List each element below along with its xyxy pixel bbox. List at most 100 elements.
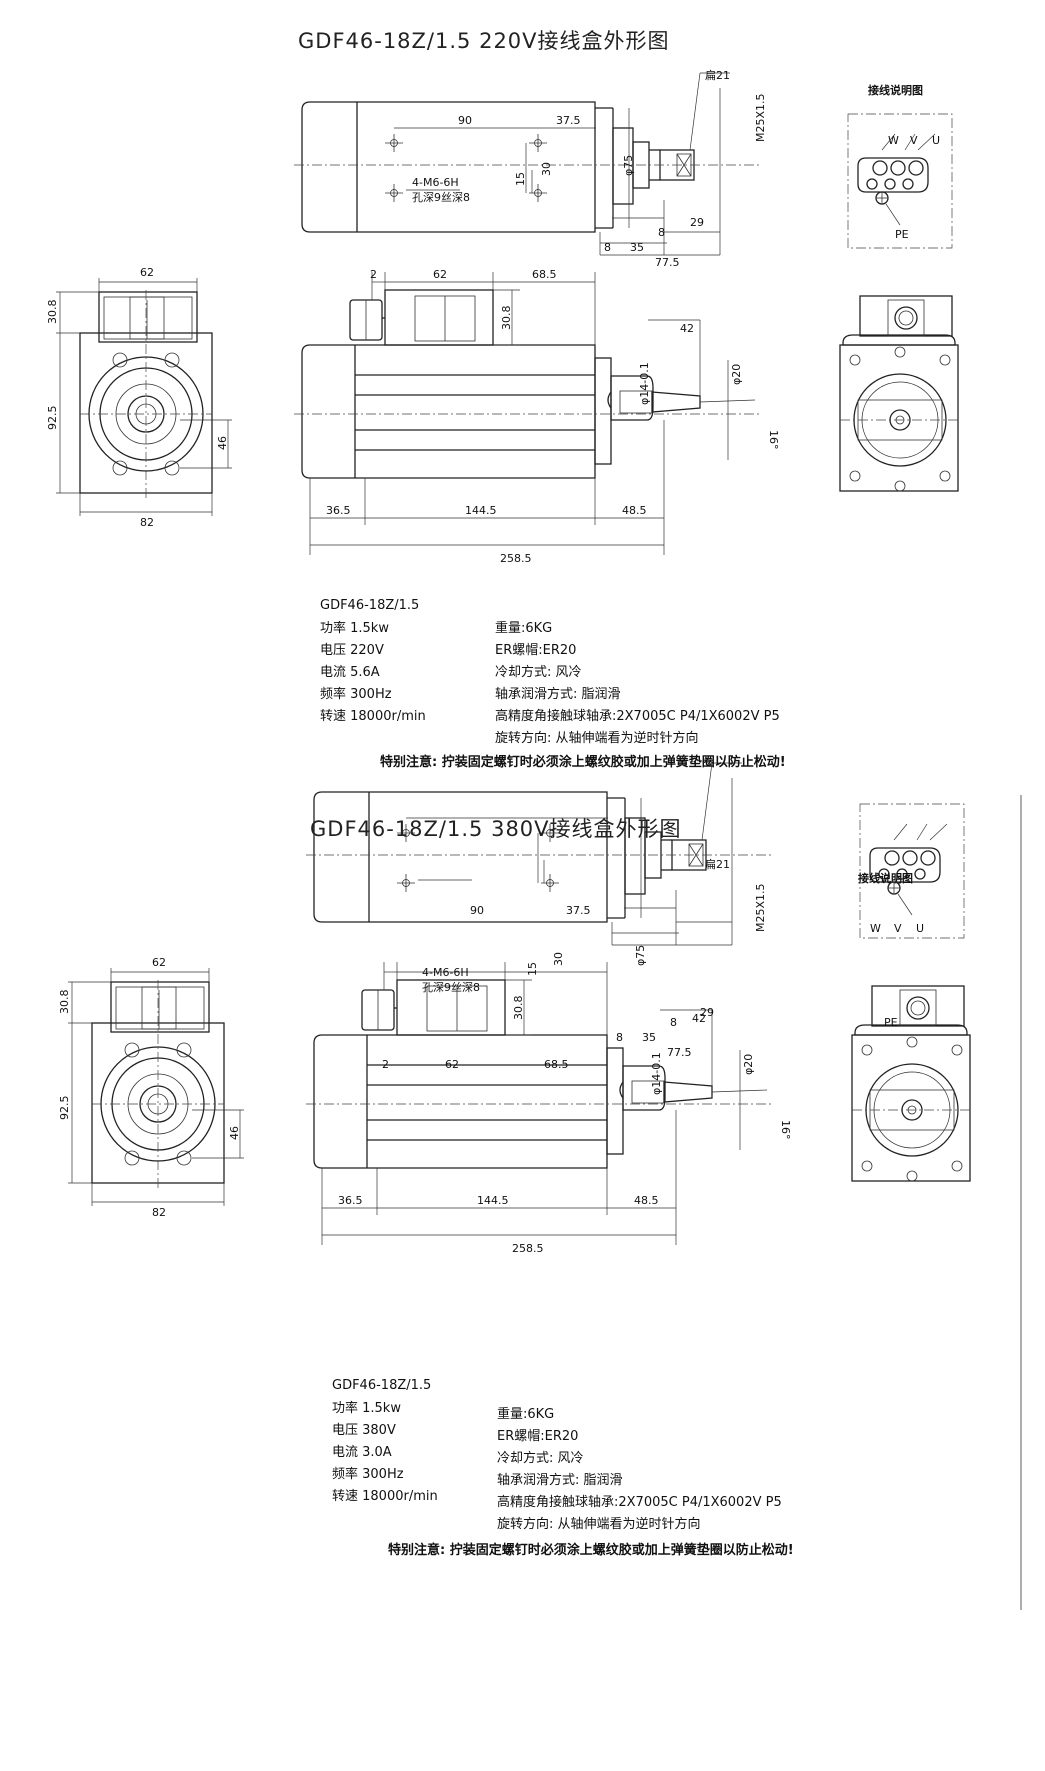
sheet1-wiring-title: 接线说明图 (868, 83, 923, 97)
sheet2-dim-15: 15 (526, 962, 539, 976)
sheet2-face-92-5: 92.5 (58, 1096, 71, 1121)
sheet2-dim-30: 30 (552, 952, 565, 966)
sheet2-dim-42: 42 (692, 1012, 706, 1025)
sheet1-dim-thread: M25X1.5 (754, 93, 767, 142)
sheet2-dim-62: 62 (445, 1058, 459, 1071)
sheet1-note: 特别注意: 拧装固定螺钉时必须涂上螺纹胶或加上弹簧垫圈以防止松动! (380, 754, 786, 770)
sheet2-dim-29: 29 (700, 1006, 714, 1019)
sheet2-dim-258-5: 258.5 (512, 1242, 544, 1255)
sheet2-dim-flat: 扁21 (705, 858, 730, 871)
sheet2-dim-dia75: φ75 (634, 945, 647, 966)
sheet2-text: GDF46-18Z/1.5 380V接线盒外形图 接线说明图 W V U PE … (58, 817, 924, 1558)
sheet1-wiring-pe: PE (895, 228, 909, 241)
sheet1-dim-36-5: 36.5 (326, 504, 351, 517)
sheet1-spec-right-5: 旋转方向: 从轴伸端看为逆时针方向 (495, 730, 699, 746)
sheet1-spec-left-4: 转速 18000r/min (320, 709, 426, 724)
sheet2-dim-8b: 8 (616, 1031, 623, 1044)
sheet2-dim-90: 90 (470, 904, 484, 917)
sheet2-dim-68-5: 68.5 (544, 1058, 569, 1071)
sheet2-wiring-u: U (916, 922, 924, 935)
sheet1-dim-8b: 8 (604, 241, 611, 254)
sheet1-dim-37-5: 37.5 (556, 114, 581, 127)
sheet1-spec-left-0: 功率 1.5kw (320, 620, 389, 636)
sheet2-title: GDF46-18Z/1.5 380V接线盒外形图 (310, 817, 682, 841)
sheet2-face-62: 62 (152, 956, 166, 969)
sheet2-spec-right-1: ER螺帽:ER20 (497, 1428, 578, 1444)
sheet1-spec-right-4: 高精度角接触球轴承:2X7005C P4/1X6002V P5 (495, 708, 780, 724)
sheet1-face-92-5: 92.5 (46, 406, 59, 431)
sheet2-spec-left-3: 频率 300Hz (332, 1466, 404, 1482)
sheet1-dim-30-8: 30.8 (500, 306, 513, 331)
sheet1-title: GDF46-18Z/1.5 220V接线盒外形图 (298, 29, 670, 53)
sheet1-dim-16deg: 16° (767, 430, 780, 450)
sheet2-dim-dia20: φ20 (742, 1054, 755, 1075)
sheet2-dim-144-5: 144.5 (477, 1194, 509, 1207)
sheet2-dim-48-5: 48.5 (634, 1194, 659, 1207)
sheet2-spec-right-2: 冷却方式: 风冷 (497, 1450, 584, 1466)
sheet1-dim-144-5: 144.5 (465, 504, 497, 517)
sheet1-dim-77-5: 77.5 (655, 256, 680, 269)
sheet1-spec-right-3: 轴承润滑方式: 脂润滑 (495, 686, 621, 702)
sheet1-wiring-u: U (932, 134, 940, 147)
sheet2-hole-spec: 4-M6-6H (422, 966, 469, 979)
sheet2-wiring-w: W (870, 922, 881, 935)
sheet1-dim-35: 35 (630, 241, 644, 254)
sheet1-dim-258-5: 258.5 (500, 552, 532, 565)
sheet2-wiring-v: V (894, 922, 902, 935)
sheet1-wiring-v: V (910, 134, 918, 147)
sheet1-text: GDF46-18Z/1.5 220V接线盒外形图 接线说明图 W V U PE … (46, 29, 940, 770)
sheet2-hole-depth: 孔深9丝深8 (422, 981, 480, 994)
sheet2-spec-left-2: 电流 3.0A (332, 1445, 392, 1460)
sheet1-dim-dia75: φ75 (622, 155, 635, 176)
sheet1-dim-68-5: 68.5 (532, 268, 557, 281)
sheet1-dim-dia14: φ14-0.1 (638, 362, 651, 405)
sheet2-dim-35: 35 (642, 1031, 656, 1044)
sheet1-face-30-8: 30.8 (46, 300, 59, 325)
sheet2-face-82: 82 (152, 1206, 166, 1219)
sheet1-spec-left-2: 电流 5.6A (320, 665, 380, 680)
sheet1-dim-30: 30 (540, 162, 553, 176)
sheet2-spec-left-4: 转速 18000r/min (332, 1489, 438, 1504)
sheet2-dim-37-5: 37.5 (566, 904, 591, 917)
sheet1-hole-depth: 孔深9丝深8 (412, 191, 470, 204)
sheet1-face-62: 62 (140, 266, 154, 279)
sheet2-spec-left-0: 功率 1.5kw (332, 1400, 401, 1416)
sheet1-wiring-w: W (888, 134, 899, 147)
sheet2-face-30-8: 30.8 (58, 990, 71, 1015)
sheet2-dim-16deg: 16° (779, 1120, 792, 1140)
sheet1-spec-right-0: 重量:6KG (495, 620, 552, 636)
sheet1-spec-right-1: ER螺帽:ER20 (495, 642, 576, 658)
sheet2-wiring-pe: PE (884, 1016, 898, 1029)
sheet1-spec-left-1: 电压 220V (320, 643, 384, 658)
sheet1-face-82: 82 (140, 516, 154, 529)
sheet2-model: GDF46-18Z/1.5 (332, 1378, 431, 1393)
sheet2-spec-left-1: 电压 380V (332, 1423, 396, 1438)
sheet2-dim-2: 2 (382, 1058, 389, 1071)
sheet1-hole-spec: 4-M6-6H (412, 176, 459, 189)
sheet2-dim-thread: M25X1.5 (754, 883, 767, 932)
sheet1-dim-flat: 扁21 (705, 69, 730, 82)
sheet2-dim-8a: 8 (670, 1016, 677, 1029)
sheet2-dim-dia14: φ14-0.1 (650, 1052, 663, 1095)
sheet1-dim-dia20: φ20 (730, 364, 743, 385)
sheet1-face-46: 46 (216, 436, 229, 450)
sheet2-dim-36-5: 36.5 (338, 1194, 363, 1207)
sheet2-spec-right-4: 高精度角接触球轴承:2X7005C P4/1X6002V P5 (497, 1494, 782, 1510)
sheet2-spec-right-0: 重量:6KG (497, 1406, 554, 1422)
sheet1-dim-48-5: 48.5 (622, 504, 647, 517)
sheet2-wiring-title: 接线说明图 (858, 871, 913, 885)
sheet1-dim-62: 62 (433, 268, 447, 281)
sheet1-model: GDF46-18Z/1.5 (320, 598, 419, 613)
sheet1-dim-15: 15 (514, 172, 527, 186)
sheet1-dim-90: 90 (458, 114, 472, 127)
sheet2-dim-77-5: 77.5 (667, 1046, 692, 1059)
sheet1-dim-29: 29 (690, 216, 704, 229)
sheet2-spec-right-3: 轴承润滑方式: 脂润滑 (497, 1472, 623, 1488)
sheet2-note: 特别注意: 拧装固定螺钉时必须涂上螺纹胶或加上弹簧垫圈以防止松动! (388, 1542, 794, 1558)
sheet1-dim-8a: 8 (658, 226, 665, 239)
sheet2-spec-right-5: 旋转方向: 从轴伸端看为逆时针方向 (497, 1516, 701, 1532)
sheet2-face-46: 46 (228, 1126, 241, 1140)
sheet1-dim-2: 2 (370, 268, 377, 281)
sheet1-spec-right-2: 冷却方式: 风冷 (495, 664, 582, 680)
